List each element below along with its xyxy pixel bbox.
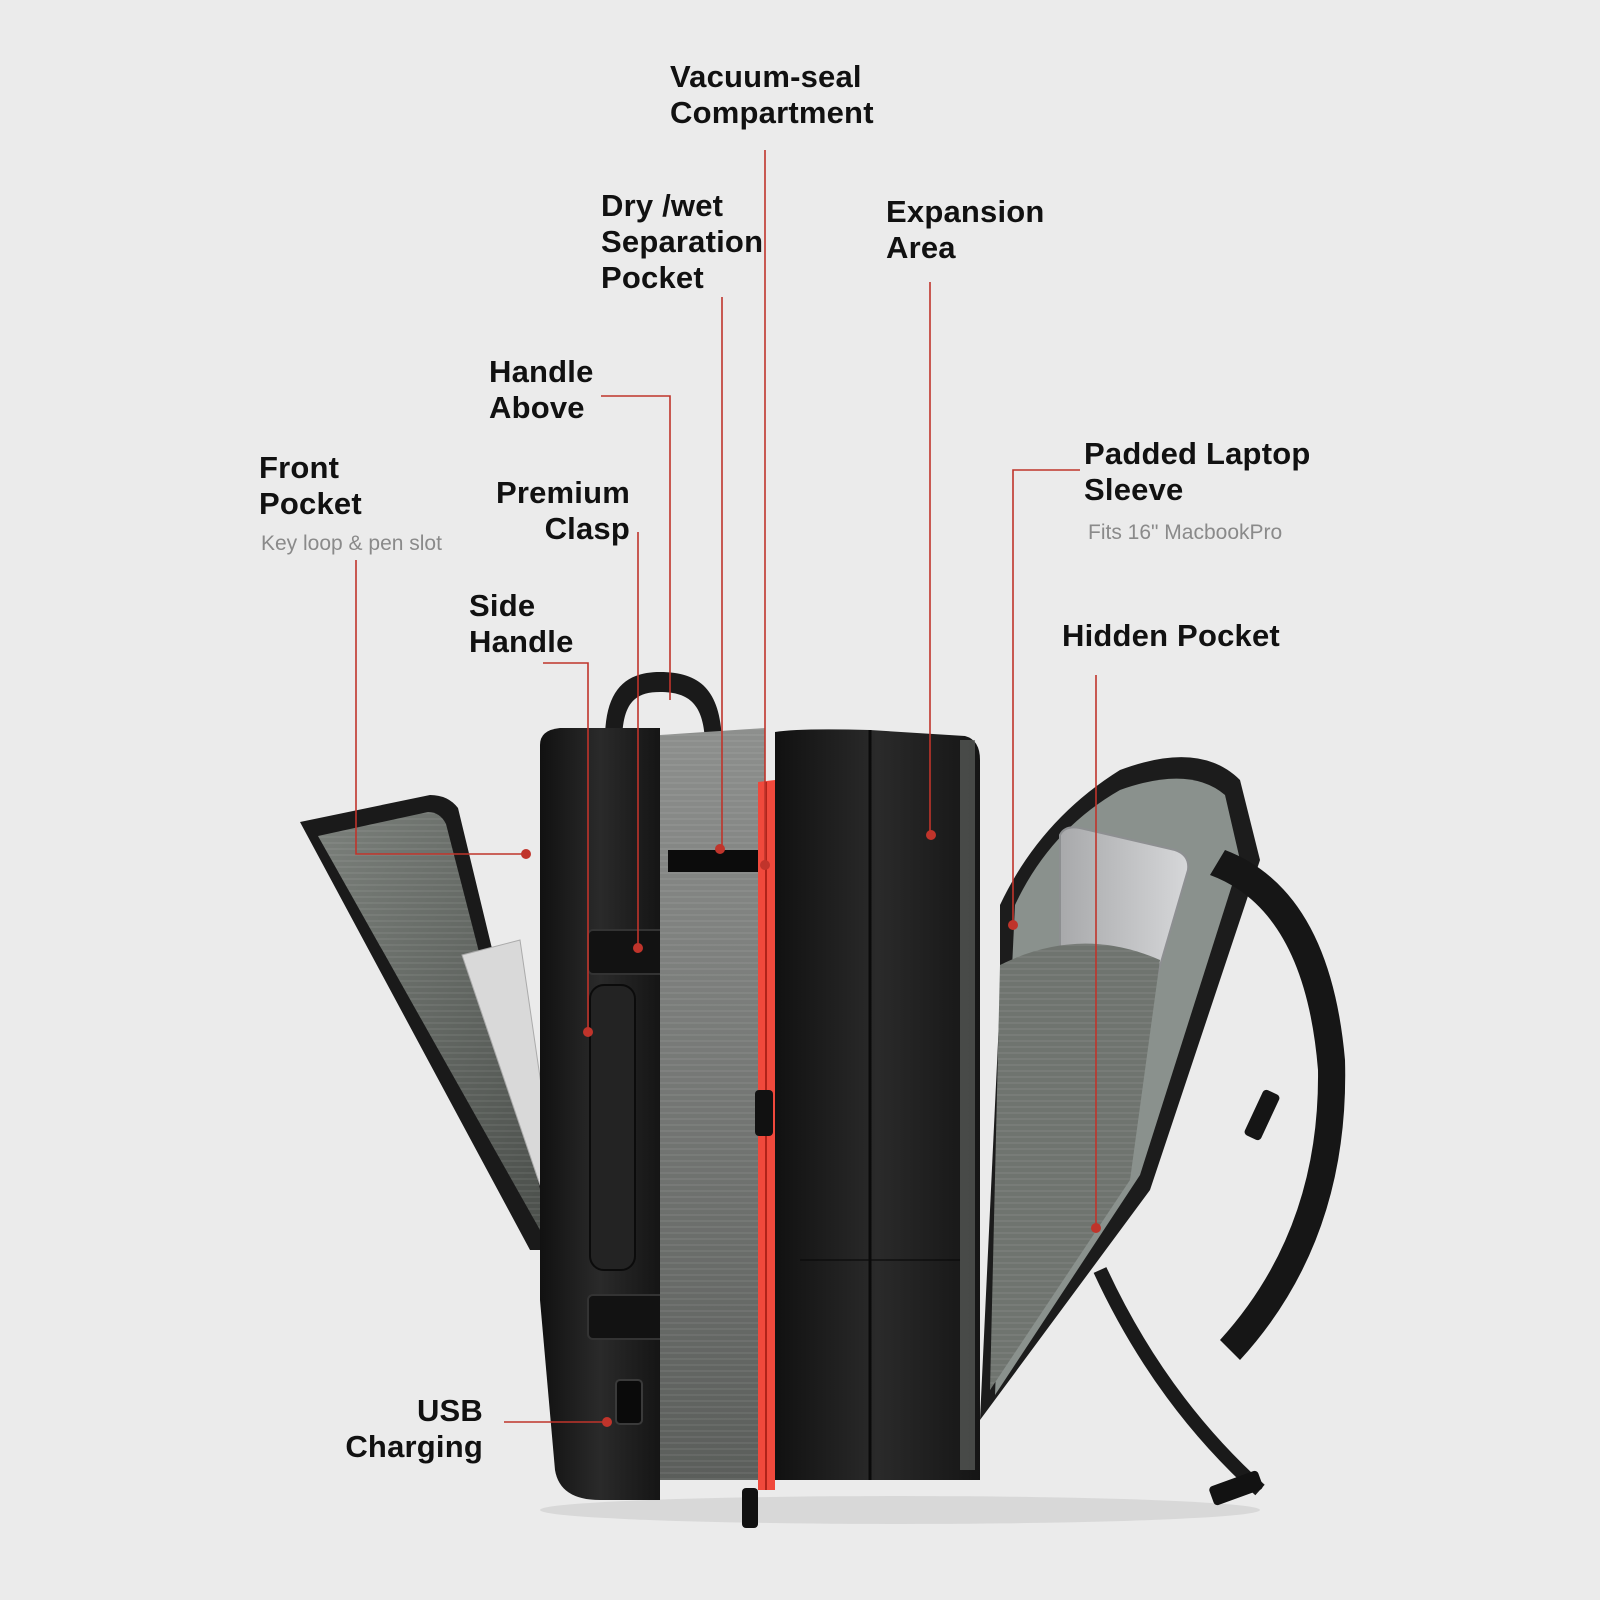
- bottom-zipper-pull: [742, 1488, 758, 1528]
- clasp-bottom: [587, 1294, 671, 1340]
- label-usb-charging: USB Charging: [345, 1393, 483, 1464]
- sublabel-front-pocket: Key loop & pen slot: [261, 532, 442, 555]
- expansion-panel: [775, 729, 980, 1480]
- side-handle: [589, 984, 636, 1271]
- lower-strap: [1093, 1267, 1265, 1496]
- leader-lines: [355, 150, 1097, 1423]
- top-handle: [605, 672, 722, 740]
- leader-dots: [521, 830, 1101, 1427]
- clasp-top: [587, 929, 671, 975]
- label-vacuum-seal-compartment: Vacuum-seal Compartment: [670, 59, 874, 130]
- label-side-handle: Side Handle: [469, 588, 574, 659]
- floor-shadow: [540, 1496, 1260, 1524]
- usb-port: [615, 1379, 643, 1425]
- sublabel-padded-laptop-sleeve: Fits 16" MacbookPro: [1088, 521, 1283, 544]
- label-hidden-pocket: Hidden Pocket: [1062, 618, 1280, 653]
- shoulder-strap: [1210, 850, 1346, 1360]
- label-padded-laptop-sleeve: Padded Laptop Sleeve: [1084, 436, 1311, 507]
- label-expansion-area: Expansion Area: [886, 194, 1045, 265]
- label-handle-above: Handle Above: [489, 354, 594, 425]
- label-front-pocket: Front Pocket: [259, 450, 362, 521]
- label-dry-wet-separation-pocket: Dry /wet Separation Pocket: [601, 188, 764, 295]
- label-premium-clasp: Premium Clasp: [495, 475, 630, 546]
- inner-zip: [668, 850, 760, 872]
- zipper-pull: [755, 1090, 773, 1136]
